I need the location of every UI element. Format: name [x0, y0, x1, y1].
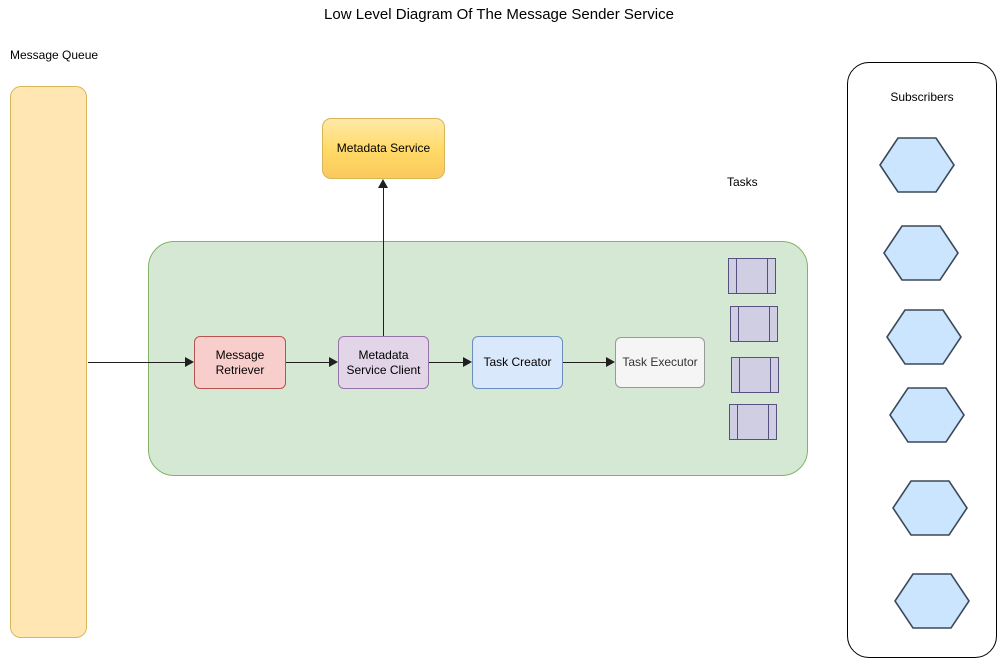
- subscribers-label: Subscribers: [890, 90, 954, 104]
- subscriber-hexagon-icon[interactable]: [879, 137, 955, 193]
- connector-queue-to-retriever: [88, 362, 185, 363]
- page-title: Low Level Diagram Of The Message Sender …: [324, 6, 674, 23]
- arrow-head-icon: [463, 357, 472, 367]
- task-shape: [729, 404, 777, 440]
- node-task-creator-label: Task Creator: [483, 355, 552, 369]
- arrow-head-icon: [185, 357, 194, 367]
- node-task-executor[interactable]: Task Executor: [615, 337, 705, 388]
- message-queue-box: [10, 86, 87, 638]
- message-queue-label: Message Queue: [10, 48, 99, 62]
- task-shape: [728, 258, 776, 294]
- node-message-retriever-label: Message Retriever: [216, 348, 265, 378]
- node-task-executor-label: Task Executor: [622, 355, 698, 369]
- node-metadata-service-client-label: Metadata Service Client: [346, 348, 420, 378]
- arrow-head-icon: [606, 357, 615, 367]
- subscriber-hexagon-icon[interactable]: [886, 309, 962, 365]
- node-metadata-service-client-line2: Service Client: [346, 362, 421, 377]
- subscriber-hexagon-icon[interactable]: [894, 573, 970, 629]
- task-shape: [731, 357, 779, 393]
- subscriber-hexagon-icon[interactable]: [883, 225, 959, 281]
- node-message-retriever[interactable]: Message Retriever: [194, 336, 286, 389]
- node-task-creator[interactable]: Task Creator: [472, 336, 563, 389]
- connector-client-to-metadata-service: [383, 188, 384, 336]
- arrow-head-icon: [378, 179, 388, 188]
- subscriber-hexagon-icon[interactable]: [892, 480, 968, 536]
- connector-creator-to-executor: [563, 362, 606, 363]
- node-message-retriever-line1: Message: [215, 347, 265, 362]
- node-message-retriever-line2: Retriever: [215, 362, 265, 377]
- connector-retriever-to-client: [286, 362, 329, 363]
- task-shape: [730, 306, 778, 342]
- node-metadata-service-label: Metadata Service: [336, 141, 431, 155]
- node-metadata-service[interactable]: Metadata Service: [322, 118, 445, 179]
- tasks-label: Tasks: [727, 175, 758, 189]
- subscriber-hexagon-icon[interactable]: [889, 387, 965, 443]
- connector-client-to-task-creator: [429, 362, 463, 363]
- node-metadata-service-client[interactable]: Metadata Service Client: [338, 336, 429, 389]
- node-metadata-service-client-line1: Metadata: [358, 347, 409, 362]
- arrow-head-icon: [329, 357, 338, 367]
